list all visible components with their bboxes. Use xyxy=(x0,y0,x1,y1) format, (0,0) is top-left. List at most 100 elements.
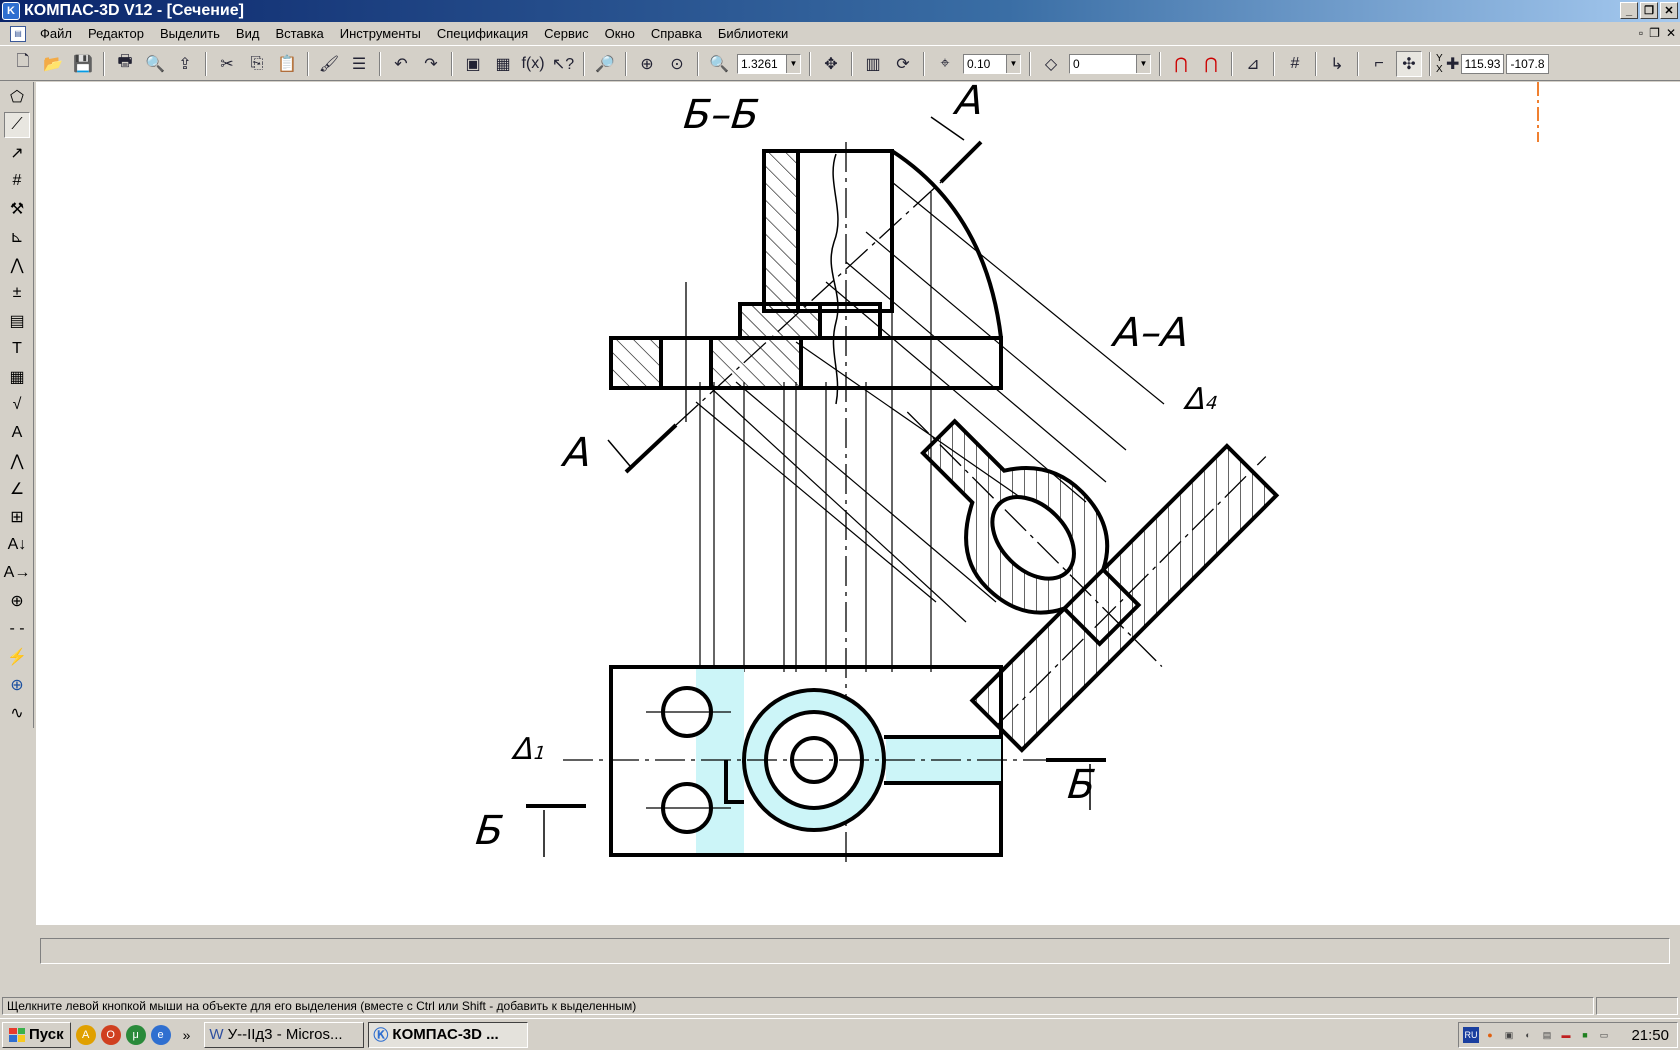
coord-y-field[interactable]: -107.8 xyxy=(1506,53,1549,74)
tray-nvidia-icon[interactable]: ■ xyxy=(1582,1030,1588,1040)
geometry-icon[interactable]: ⬠ xyxy=(10,89,24,106)
language-indicator[interactable]: RU xyxy=(1463,1027,1479,1043)
help-pointer-icon[interactable]: ↖? xyxy=(551,55,575,73)
lightning-icon[interactable]: ⚡ xyxy=(7,649,27,666)
cut-icon[interactable]: ✂ xyxy=(220,55,234,73)
menu-window[interactable]: Окно xyxy=(604,26,635,41)
tray-speaker-icon[interactable]: ◐ xyxy=(1525,1030,1531,1040)
chevron-down-icon[interactable]: ▼ xyxy=(1006,54,1020,73)
step-combo[interactable]: 0.10 ▼ xyxy=(963,53,1021,74)
leader-icon[interactable]: ⋀ xyxy=(10,453,24,470)
grid-icon[interactable]: # xyxy=(1290,54,1300,72)
undo-icon[interactable]: ↶ xyxy=(394,55,408,73)
text-icon[interactable]: T xyxy=(12,340,22,357)
tray-flag-icon[interactable]: ▬ xyxy=(1561,1030,1571,1040)
restore-button[interactable]: ❐ xyxy=(1640,2,1658,19)
menu-select[interactable]: Выделить xyxy=(159,26,220,41)
export-icon[interactable]: ⇪ xyxy=(178,55,192,73)
zoom-in-icon[interactable]: ⊕ xyxy=(640,55,654,73)
tray-opera-icon[interactable]: ● xyxy=(1487,1030,1493,1040)
snap-magnet-icon[interactable]: ⋂ xyxy=(1174,55,1188,73)
table-icon[interactable]: ▦ xyxy=(9,369,25,386)
round-icon[interactable]: ✣ xyxy=(1396,50,1422,77)
format-brush-icon[interactable]: 🖌 xyxy=(318,55,340,73)
library-icon[interactable]: ▦ xyxy=(495,55,511,73)
menu-service[interactable]: Сервис xyxy=(544,26,589,41)
cut-line-icon[interactable]: ⊕ xyxy=(10,593,24,610)
zoom-scale-icon[interactable]: ⊙ xyxy=(670,55,684,73)
copy-icon[interactable]: ⎘ xyxy=(250,54,264,72)
save-icon[interactable]: 💾 xyxy=(73,55,93,73)
task-kompas[interactable]: Ⓚ КОМПАС-3D ... xyxy=(368,1021,529,1048)
document-icon[interactable]: ▤ xyxy=(10,25,26,42)
properties-icon[interactable]: ☰ xyxy=(351,55,367,73)
layers-icon[interactable]: ◇ xyxy=(1044,55,1058,73)
quicklaunch-more-icon[interactable]: » xyxy=(182,1026,191,1043)
quicklaunch-avast-icon[interactable]: A xyxy=(75,1024,96,1045)
redo-icon[interactable]: ↷ xyxy=(424,55,438,73)
select-icon[interactable]: ⋀ xyxy=(10,257,24,274)
local-snap-icon[interactable]: ⋂ xyxy=(1204,55,1218,73)
hatch-tools-icon[interactable]: ⟋ xyxy=(4,112,30,138)
chevron-down-icon[interactable]: ▼ xyxy=(1136,54,1150,73)
menu-libraries[interactable]: Библиотеки xyxy=(717,26,789,41)
menu-help[interactable]: Справка xyxy=(650,26,702,41)
ortho-icon[interactable]: ⊿ xyxy=(1246,55,1260,73)
tolerance-icon[interactable]: ⊞ xyxy=(10,509,24,526)
layer-combo[interactable]: 0 ▼ xyxy=(1069,53,1151,74)
wave-line-icon[interactable]: ∿ xyxy=(10,705,24,722)
step-cursor-icon[interactable]: ⌖ xyxy=(940,54,950,72)
zoom-frame-icon[interactable]: 🔎 xyxy=(595,55,615,73)
menu-specification[interactable]: Спецификация xyxy=(436,26,529,41)
rebuild-icon[interactable]: ▥ xyxy=(865,55,881,73)
open-folder-icon[interactable]: 📂 xyxy=(43,55,63,73)
variables-icon[interactable]: f(x) xyxy=(521,54,545,72)
menu-insert[interactable]: Вставка xyxy=(275,26,324,41)
edit-icon[interactable]: # xyxy=(12,172,22,189)
tray-disk-icon[interactable]: ▤ xyxy=(1542,1029,1552,1040)
print-preview-icon[interactable]: 🔍 xyxy=(145,55,165,73)
status-bar: Щелкните левой кнопкой мыши на объекте д… xyxy=(0,996,1680,1016)
parametrization-icon[interactable]: ⚒ xyxy=(9,201,25,218)
new-document-icon[interactable]: 🗋 xyxy=(16,53,30,70)
view-arrow-icon[interactable]: A→ xyxy=(3,564,31,581)
mdi-restore-icon[interactable]: ❐ xyxy=(1649,26,1660,40)
quicklaunch-opera-icon[interactable]: O xyxy=(100,1024,121,1045)
tray-network-icon[interactable]: ▣ xyxy=(1504,1029,1514,1040)
position-icon[interactable]: ∠ xyxy=(9,481,25,498)
measure-icon[interactable]: ⊾ xyxy=(10,229,24,246)
zoom-combo[interactable]: 1.3261 ▼ xyxy=(737,53,801,74)
associative-view-icon[interactable]: ± xyxy=(12,284,22,301)
section-line-icon[interactable]: A↓ xyxy=(7,536,27,553)
tray-misc-icon[interactable]: ▭ xyxy=(1599,1029,1609,1040)
coord-x-field[interactable]: 115.93 xyxy=(1460,53,1505,74)
menu-editor[interactable]: Редактор xyxy=(87,26,144,41)
roughness-icon[interactable]: √ xyxy=(12,396,22,413)
axis-line-icon[interactable]: - - xyxy=(9,620,25,637)
manager-icon[interactable]: ▣ xyxy=(465,55,481,73)
print-icon[interactable]: 🖶 xyxy=(117,53,133,70)
menu-tools[interactable]: Инструменты xyxy=(339,26,421,41)
start-button[interactable]: Пуск xyxy=(2,1021,71,1048)
task-word[interactable]: W У--IIд3 - Micros... xyxy=(204,1021,365,1048)
spec-icon[interactable]: ▤ xyxy=(9,313,25,330)
dimensions-icon[interactable]: ↗ xyxy=(10,145,24,162)
drawing-canvas[interactable]: Б–Б А А А–А Δ4 Δ1 Б Б xyxy=(36,82,1680,925)
zoom-icon[interactable]: 🔍 xyxy=(709,55,729,73)
mdi-minimize-icon[interactable]: ▫ xyxy=(1638,26,1644,40)
menu-view[interactable]: Вид xyxy=(235,26,260,41)
quicklaunch-utorrent-icon[interactable]: μ xyxy=(125,1024,146,1045)
center-mark-icon[interactable]: ⊕ xyxy=(10,677,24,694)
mdi-close-icon[interactable]: ✕ xyxy=(1665,26,1676,40)
refresh-icon[interactable]: ⟳ xyxy=(896,55,910,73)
quicklaunch-ie-icon[interactable]: e xyxy=(150,1024,171,1045)
menu-file[interactable]: Файл xyxy=(40,26,72,41)
base-icon[interactable]: A xyxy=(11,424,23,441)
ortho-mode-icon[interactable]: ⌐ xyxy=(1374,54,1384,72)
paste-icon[interactable]: 📋 xyxy=(277,55,297,73)
pan-icon[interactable]: ✥ xyxy=(824,55,838,73)
minimize-button[interactable]: _ xyxy=(1620,2,1638,19)
local-cs-icon[interactable]: ↳ xyxy=(1330,55,1344,73)
chevron-down-icon[interactable]: ▼ xyxy=(786,54,800,73)
close-button[interactable]: ✕ xyxy=(1660,2,1678,19)
